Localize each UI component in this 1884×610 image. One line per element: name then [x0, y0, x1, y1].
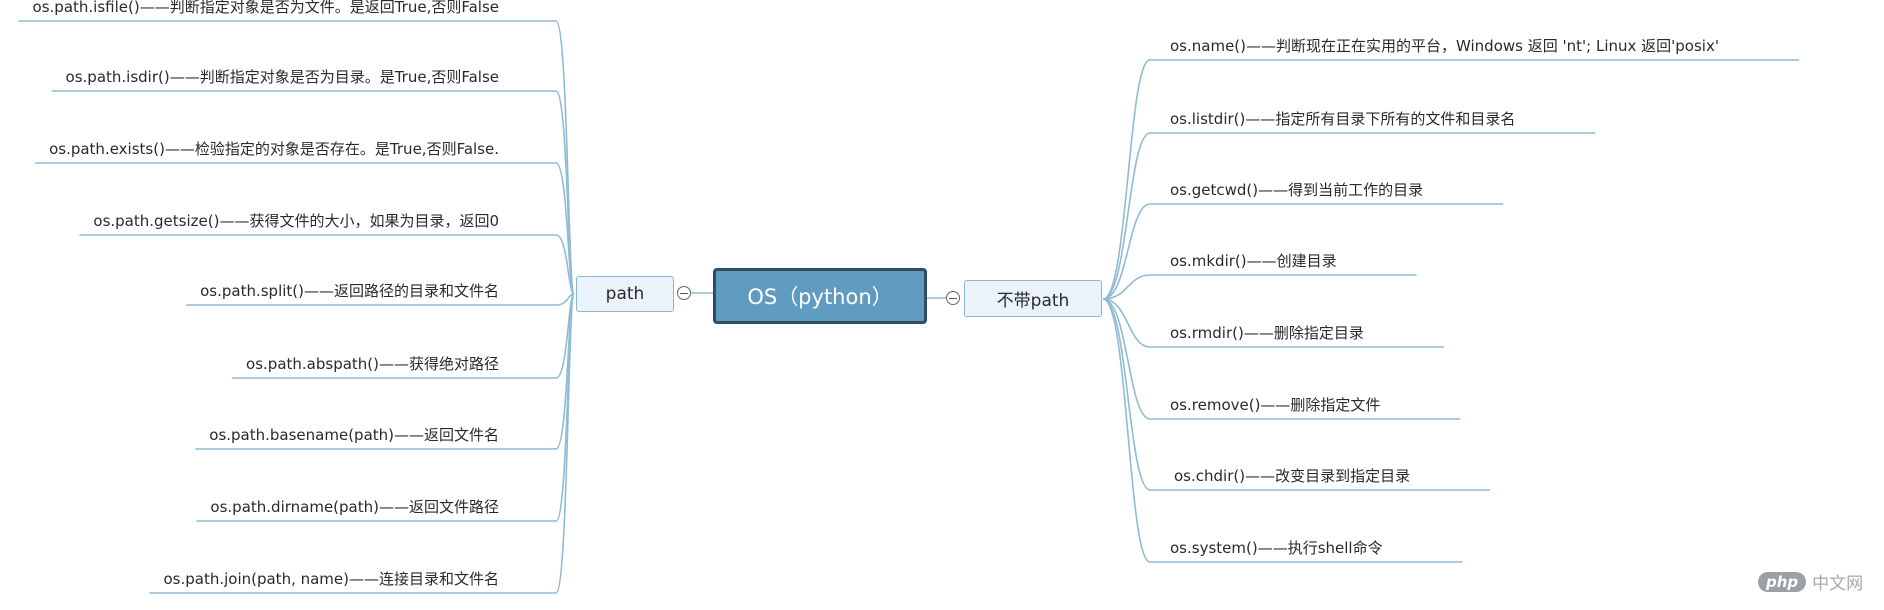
right-leaf-rmdir[interactable]: os.rmdir()——删除指定目录 [1170, 324, 1364, 342]
right-leaf-mkdir[interactable]: os.mkdir()——创建目录 [1170, 252, 1337, 270]
left-connector [555, 234, 575, 295]
left-connector [555, 162, 575, 295]
right-leaf-chdir[interactable]: os.chdir()——改变目录到指定目录 [1174, 467, 1411, 485]
right-connector [1102, 132, 1151, 300]
left-leaf-abspath[interactable]: os.path.abspath()——获得绝对路径 [246, 355, 499, 373]
right-leaf-getcwd[interactable]: os.getcwd()——得到当前工作的目录 [1170, 181, 1424, 199]
branch-node-no-path[interactable]: 不带path [964, 280, 1102, 317]
center-node-os-python[interactable]: OS（python） [713, 268, 927, 324]
right-leaf-system[interactable]: os.system()——执行shell命令 [1170, 539, 1383, 557]
right-connector [1102, 59, 1151, 300]
left-leaf-exists[interactable]: os.path.exists()——检验指定的对象是否存在。是True,否则Fa… [49, 140, 499, 158]
watermark: php 中文网 [1758, 569, 1863, 594]
collapse-toggle-path-icon[interactable] [677, 286, 691, 300]
branch-node-path[interactable]: path [576, 276, 674, 312]
collapse-toggle-nopath-icon[interactable] [946, 291, 960, 305]
right-connector [1102, 274, 1151, 300]
right-leaf-listdir[interactable]: os.listdir()——指定所有目录下所有的文件和目录名 [1170, 110, 1516, 128]
watermark-logo: php [1758, 571, 1807, 592]
right-leaf-remove[interactable]: os.remove()——删除指定文件 [1170, 396, 1381, 414]
right-connector [1102, 298, 1151, 420]
left-leaf-getsize[interactable]: os.path.getsize()——获得文件的大小，如果为目录，返回0 [93, 212, 499, 230]
right-leaf-name[interactable]: os.name()——判断现在正在实用的平台，Windows 返回 'nt'; … [1170, 37, 1719, 55]
left-connector [555, 293, 575, 594]
right-connector [1102, 203, 1151, 300]
left-leaf-isfile[interactable]: os.path.isfile()——判断指定对象是否为文件。是返回True,否则… [32, 0, 499, 16]
watermark-text: 中文网 [1812, 574, 1864, 594]
left-leaf-dirname[interactable]: os.path.dirname(path)——返回文件路径 [210, 498, 499, 516]
left-leaf-join[interactable]: os.path.join(path, name)——连接目录和文件名 [163, 570, 499, 588]
right-connector [1102, 298, 1151, 563]
left-leaf-basename[interactable]: os.path.basename(path)——返回文件名 [209, 426, 499, 444]
right-connector [1102, 298, 1151, 348]
left-leaf-split[interactable]: os.path.split()——返回路径的目录和文件名 [200, 282, 499, 300]
left-leaf-isdir[interactable]: os.path.isdir()——判断指定对象是否为目录。是True,否则Fal… [65, 68, 499, 86]
right-connector [1102, 298, 1151, 491]
